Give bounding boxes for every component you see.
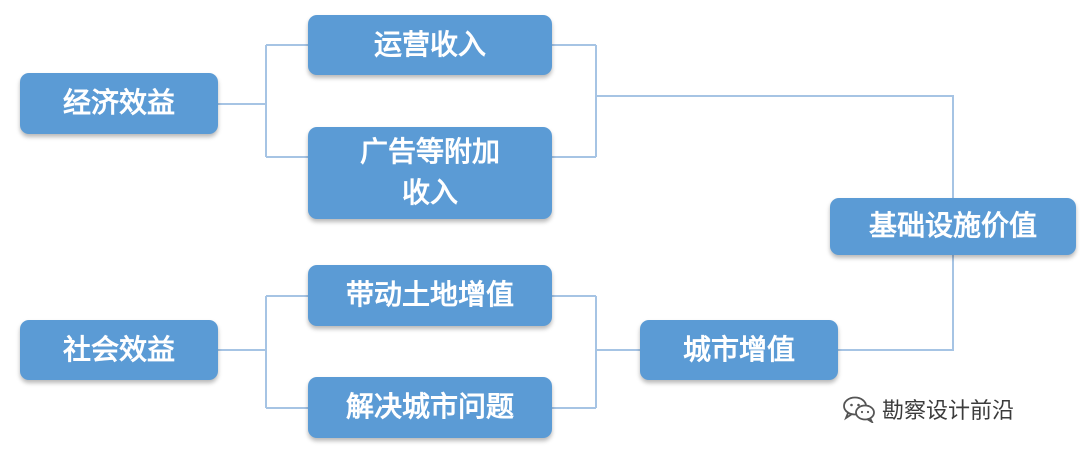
node-ad-income-line2: 收入 bbox=[401, 176, 458, 209]
connector-social-branches bbox=[218, 295, 308, 409]
node-infrastructure-value-label: 基础设施价值 bbox=[868, 209, 1037, 243]
node-economic-benefit: 经济效益 bbox=[20, 73, 218, 134]
node-city-value-add: 城市增值 bbox=[640, 320, 838, 380]
node-operating-income: 运营收入 bbox=[308, 15, 552, 75]
node-infrastructure-value: 基础设施价值 bbox=[830, 198, 1076, 255]
wechat-icon bbox=[843, 396, 875, 423]
connector-city-merge bbox=[552, 295, 640, 409]
node-solve-city-problems: 解决城市问题 bbox=[308, 377, 552, 438]
node-social-benefit-label: 社会效益 bbox=[62, 332, 175, 366]
node-operating-income-label: 运营收入 bbox=[373, 27, 486, 61]
connector-income-merge bbox=[552, 44, 954, 198]
node-land-appreciation: 带动土地增值 bbox=[308, 265, 552, 326]
connector-economic-branches bbox=[218, 44, 308, 158]
connector-city-to-infrastructure bbox=[838, 255, 954, 351]
node-solve-city-problems-label: 解决城市问题 bbox=[345, 390, 514, 424]
node-social-benefit: 社会效益 bbox=[20, 320, 218, 380]
node-ad-income-line1: 广告等附加 bbox=[359, 135, 500, 169]
watermark: 勘察设计前沿 bbox=[842, 393, 1014, 425]
watermark-text: 勘察设计前沿 bbox=[882, 399, 1015, 424]
node-land-appreciation-label: 带动土地增值 bbox=[345, 278, 514, 312]
node-economic-benefit-label: 经济效益 bbox=[62, 86, 175, 120]
node-ad-income: 广告等附加 收入 bbox=[308, 127, 552, 219]
node-city-value-add-label: 城市增值 bbox=[682, 332, 795, 366]
